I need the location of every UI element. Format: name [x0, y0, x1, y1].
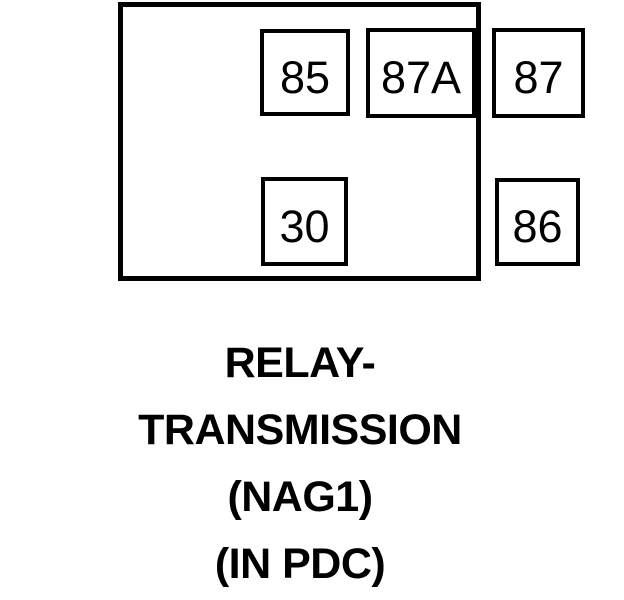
relay-terminal-86: 86	[495, 178, 580, 266]
relay-terminal-30: 30	[261, 177, 348, 266]
diagram-caption: RELAY- TRANSMISSION (NAG1) (IN PDC)	[0, 330, 600, 598]
relay-outline-box: 85 87A 87 30 86	[118, 2, 585, 281]
relay-terminal-87a: 87A	[366, 28, 476, 118]
caption-line-nag1: (NAG1)	[227, 473, 373, 521]
caption-line-in-pdc: (IN PDC)	[214, 540, 386, 588]
relay-terminal-87: 87	[492, 28, 585, 118]
caption-line-transmission: TRANSMISSION	[138, 406, 462, 454]
caption-line-relay: RELAY-	[224, 339, 376, 387]
relay-terminal-85: 85	[260, 29, 350, 116]
